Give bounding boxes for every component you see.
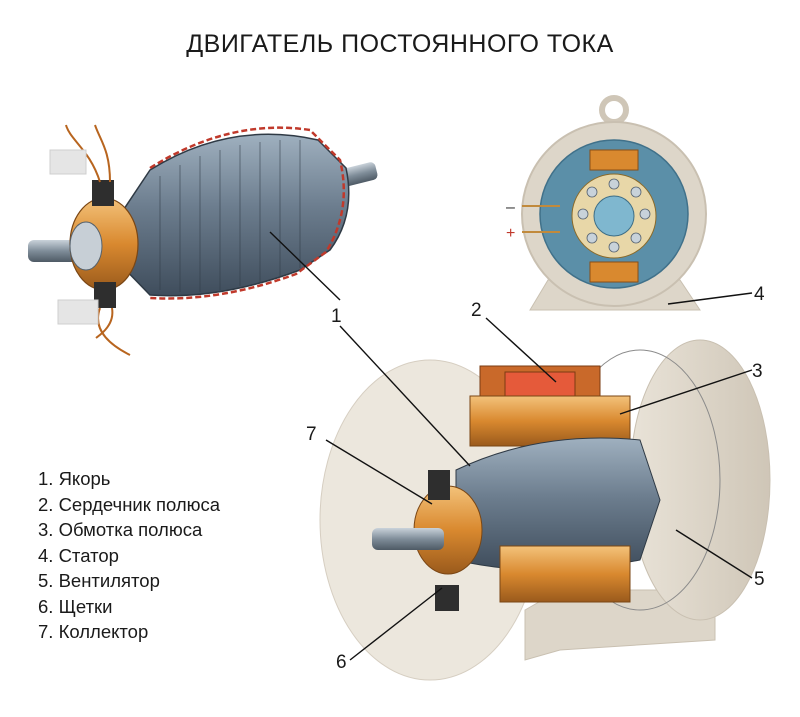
motor-cutaway (319, 339, 771, 681)
callout-4: 4 (754, 284, 765, 305)
callout-5: 5 (754, 569, 765, 590)
terminal-minus-label: – (506, 199, 515, 216)
legend-item-armature: 1. Якорь (38, 468, 111, 489)
leader-7 (325, 439, 433, 505)
stator-cross-section: – + (506, 95, 707, 311)
brush-top (92, 180, 114, 206)
pole-winding-bottom (499, 545, 631, 603)
leader-4 (667, 292, 753, 305)
callout-7: 7 (306, 424, 317, 445)
callout-6: 6 (336, 652, 347, 673)
legend-item-brushes: 6. Щетки (38, 595, 113, 617)
shaft-section (593, 195, 635, 237)
pole-bottom (589, 261, 639, 283)
legend-item-stator: 4. Статор (38, 544, 119, 566)
leader-5 (675, 529, 753, 579)
leader-lines (269, 231, 753, 661)
brush-holder-bottom (57, 299, 99, 325)
armature-winding (149, 126, 346, 300)
motor-brush-bottom (435, 585, 459, 611)
callout-1: 1 (331, 306, 342, 327)
rotor-slots (577, 178, 651, 253)
leader-6 (349, 587, 443, 661)
brush-lead-bottom-2 (95, 307, 114, 339)
armature-core (117, 133, 350, 297)
brush-lead-bottom-1 (97, 307, 131, 356)
leader-3 (619, 369, 753, 415)
motor-brush-top (428, 470, 450, 500)
pole-face (504, 371, 576, 397)
callout-2: 2 (471, 300, 482, 321)
pole-top (589, 149, 639, 171)
lifting-eye (599, 95, 629, 125)
commutator-hub (69, 221, 103, 271)
armature-slots (159, 140, 301, 292)
leader-1-top (269, 231, 341, 301)
terminal-plus-label: + (506, 225, 515, 242)
callout-3: 3 (752, 361, 763, 382)
leader-2 (485, 317, 557, 383)
motor-shaft (372, 528, 444, 550)
brush-lead-top-2 (94, 124, 111, 183)
legend-list: 1. Якорь 2. Сердечник полюса 3. Обмотка … (38, 466, 220, 645)
brush-holder-top (49, 149, 87, 175)
leader-1-bottom (339, 325, 471, 467)
legend-item-pole-winding: 3. Обмотка полюса (38, 519, 203, 540)
diagram-title: ДВИГАТЕЛЬ ПОСТОЯННОГО ТОКА (186, 30, 614, 58)
brush-bottom (94, 282, 116, 308)
legend-item-fan: 5. Вентилятор (38, 570, 160, 591)
armature-assembly (28, 124, 378, 356)
legend-item-commutator: 7. Коллектор (38, 621, 149, 642)
legend-item-pole-core: 2. Сердечник полюса (38, 493, 221, 515)
brush-lead-top-1 (65, 124, 101, 183)
